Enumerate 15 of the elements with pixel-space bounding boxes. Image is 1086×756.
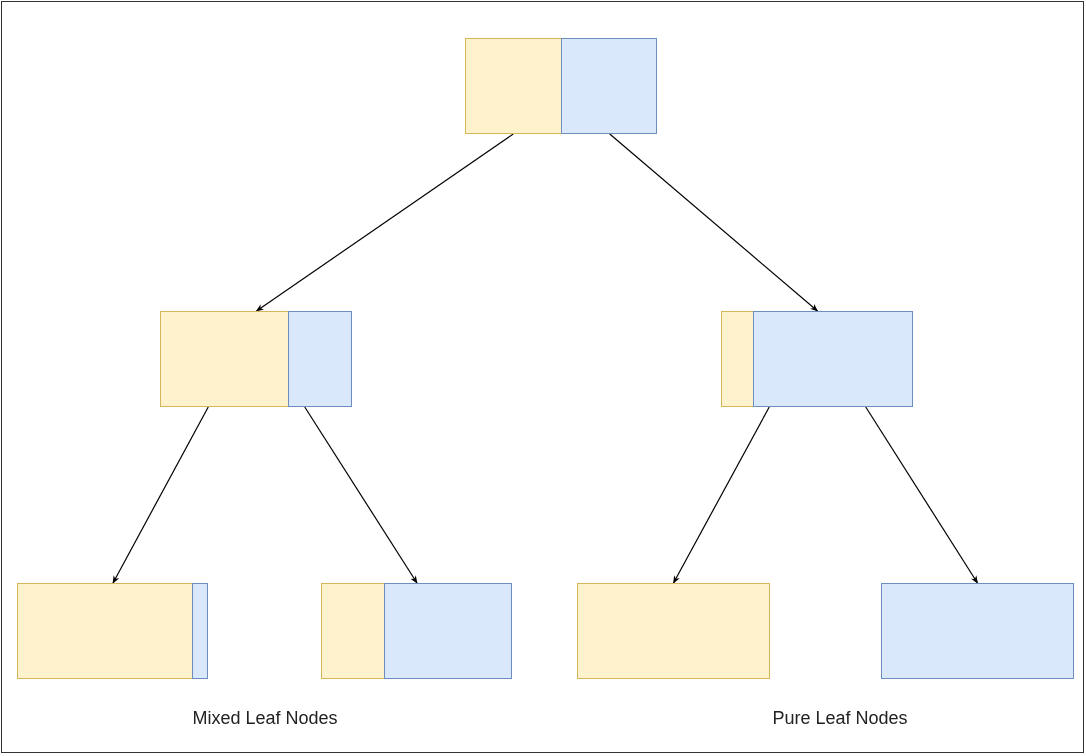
- split-box: [321, 583, 513, 679]
- group-caption: Mixed Leaf Nodes: [192, 706, 338, 730]
- split-box: [17, 583, 209, 679]
- arrow: [609, 133, 819, 312]
- arrow: [112, 406, 209, 584]
- split-box: [881, 583, 1074, 679]
- split-box: [577, 583, 770, 679]
- split-box: [160, 311, 353, 407]
- arrow: [304, 406, 418, 584]
- group-caption: Pure Leaf Nodes: [772, 706, 908, 730]
- split-box: [465, 38, 658, 134]
- arrow: [255, 133, 514, 312]
- arrow: [672, 406, 770, 584]
- arrow: [865, 406, 979, 584]
- split-box: [721, 311, 914, 407]
